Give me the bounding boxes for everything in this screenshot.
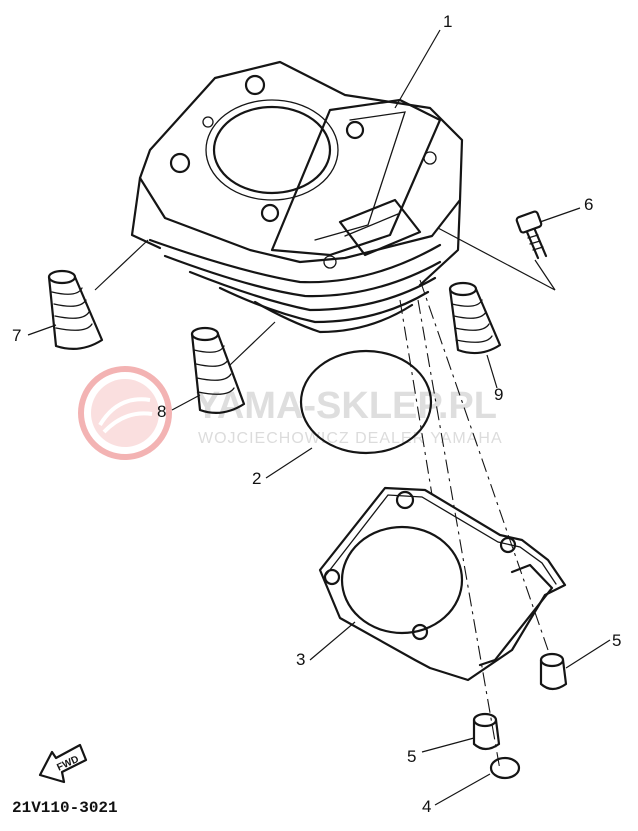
knock-pin-9 xyxy=(448,281,502,355)
callout-2: 2 xyxy=(252,469,261,488)
leader-lines xyxy=(27,29,611,806)
callout-8: 8 xyxy=(157,402,166,421)
diagram-code: 21V110-3021 xyxy=(12,799,118,817)
watermark-logo xyxy=(78,366,172,460)
callouts: 1 2 3 4 5 5 6 7 8 9 xyxy=(12,12,621,816)
cylinder-gasket xyxy=(318,486,567,682)
knock-pin-7 xyxy=(47,269,104,351)
callout-4: 4 xyxy=(422,797,431,816)
o-ring xyxy=(299,349,433,455)
watermark-sub-text: WOJCIECHOWICZ DEALER YAMAHA xyxy=(198,430,503,447)
callout-9: 9 xyxy=(494,385,503,404)
callout-6: 6 xyxy=(584,195,593,214)
cylinder xyxy=(130,60,464,334)
callout-3: 3 xyxy=(296,650,305,669)
callout-7: 7 xyxy=(12,326,21,345)
callout-5-upper: 5 xyxy=(612,631,621,650)
forward-arrow-icon: FWD xyxy=(38,743,88,784)
callout-1: 1 xyxy=(443,12,452,31)
watermark: YAMA-SKLEP.PL WOJCIECHOWICZ DEALER YAMAH… xyxy=(78,366,503,460)
center-lines xyxy=(399,279,549,771)
dowel-pin-lower xyxy=(472,712,501,751)
dowel-pin-upper xyxy=(539,652,568,691)
bolt xyxy=(515,210,548,260)
callout-5-lower: 5 xyxy=(407,747,416,766)
watermark-main-text: YAMA-SKLEP.PL xyxy=(195,385,497,427)
small-o-ring xyxy=(489,756,521,780)
knock-pin-8 xyxy=(190,326,246,415)
